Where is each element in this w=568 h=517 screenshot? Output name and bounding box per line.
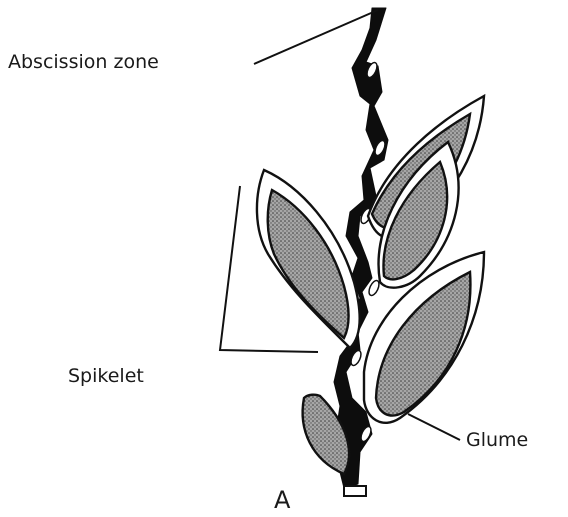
panel-label: A: [274, 486, 291, 514]
label-abscission-zone: Abscission zone: [8, 51, 159, 73]
label-spikelet: Spikelet: [68, 365, 144, 387]
label-glume: Glume: [466, 429, 528, 451]
spikelet-left: [257, 170, 360, 348]
glume-leader: [408, 414, 460, 440]
rachis-base: [344, 486, 366, 496]
